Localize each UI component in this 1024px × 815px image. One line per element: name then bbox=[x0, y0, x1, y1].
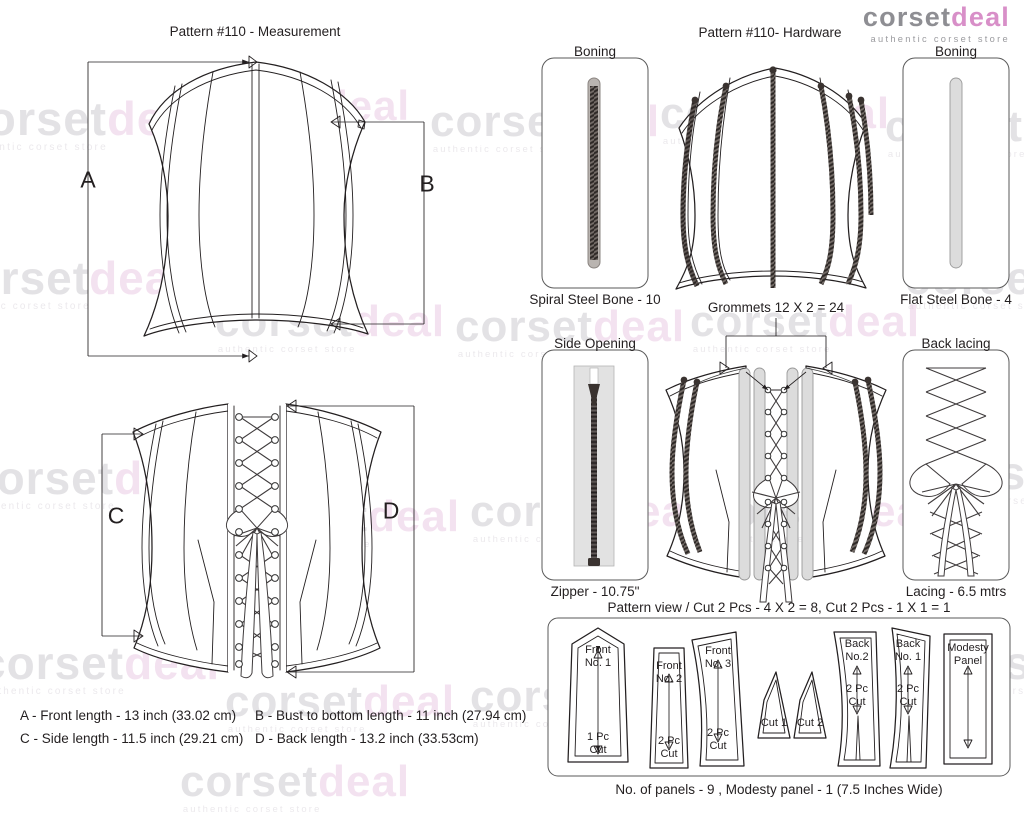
piece-cut: Cut bbox=[660, 748, 678, 760]
spiral-bones-front bbox=[680, 66, 874, 288]
lacing-pattern bbox=[909, 367, 1003, 577]
spiral-bone-detail bbox=[541, 57, 649, 289]
logo-wordmark: corsetdeal bbox=[863, 4, 1010, 31]
measurement-a: A - Front length - 13 inch (33.02 cm) bbox=[20, 708, 237, 723]
logo-tagline: authentic corset store bbox=[870, 34, 1010, 44]
hardware-front-view bbox=[675, 66, 874, 290]
dimension-letter-c: C bbox=[107, 502, 125, 529]
grommets-caption: Grommets 12 X 2 = 24 bbox=[707, 300, 845, 315]
dimension-letter-a: A bbox=[80, 166, 96, 193]
zipper-caption: Zipper - 10.75ʺ bbox=[550, 584, 640, 599]
piece-label: Back bbox=[895, 638, 921, 650]
piece-label: No. 1 bbox=[584, 657, 612, 669]
grommet-column-left bbox=[764, 386, 772, 572]
piece-label: Cut 2 bbox=[796, 717, 824, 729]
grommet-column-left bbox=[235, 413, 243, 668]
piece-cut: Cut bbox=[709, 740, 727, 752]
grommet-column-right bbox=[271, 413, 279, 668]
zipper-title: Side Opening bbox=[554, 336, 636, 351]
pattern-view-caption: Pattern view / Cut 2 Pcs - 4 X 2 = 8, Cu… bbox=[607, 600, 951, 615]
front-view-corset bbox=[87, 55, 425, 363]
logo-brand-gray: corset bbox=[862, 2, 952, 32]
piece-label: Front bbox=[705, 645, 731, 657]
measurement-c: C - Side length - 11.5 inch (29.21 cm) bbox=[20, 731, 244, 746]
brand-logo: corsetdeal authentic corset store bbox=[863, 4, 1010, 45]
piece-cut: Cut bbox=[589, 744, 607, 756]
piece-cut: 2 Pc bbox=[845, 683, 869, 695]
piece-cut: 1 Pc bbox=[586, 731, 610, 743]
measurement-b: B - Bust to bottom length - 11 inch (27.… bbox=[255, 708, 527, 723]
back-lacing bbox=[225, 413, 289, 679]
pattern-pieces-panel bbox=[547, 617, 1011, 777]
left-heading: Pattern #110 - Measurement bbox=[169, 24, 341, 39]
logo-brand-pink: deal bbox=[951, 2, 1010, 32]
piece-label: Cut 1 bbox=[760, 717, 788, 729]
piece-label: No. 1 bbox=[894, 651, 922, 663]
piece-label: Front bbox=[656, 660, 682, 672]
flat-bone-caption: Flat Steel Bone - 4 bbox=[900, 292, 1012, 307]
lacing-caption: Lacing - 6.5 mtrs bbox=[905, 584, 1007, 599]
boning-right-title: Boning bbox=[934, 44, 978, 59]
back-view-corset bbox=[101, 399, 415, 679]
piece-label: No.2 bbox=[845, 651, 869, 663]
pattern-panels-footer: No. of panels - 9 , Modesty panel - 1 (7… bbox=[615, 782, 943, 797]
flat-bone-detail bbox=[902, 57, 1010, 289]
lacing-detail bbox=[902, 349, 1010, 581]
hardware-back-lacing bbox=[751, 386, 801, 603]
dimension-letter-b: B bbox=[419, 170, 435, 197]
piece-cut: 2 Pc bbox=[657, 735, 681, 747]
piece-label: Panel bbox=[953, 655, 983, 667]
piece-label: Front bbox=[585, 644, 611, 656]
hardware-back-view bbox=[665, 318, 887, 603]
piece-cut: Cut bbox=[848, 696, 866, 708]
piece-cut: 2 Pc bbox=[896, 683, 920, 695]
lacing-title: Back lacing bbox=[921, 336, 991, 351]
piece-label: No. 2 bbox=[655, 673, 683, 685]
boning-left-title: Boning bbox=[573, 44, 617, 59]
piece-cut: Cut bbox=[899, 696, 917, 708]
grommet-column-right bbox=[780, 386, 788, 572]
piece-label: Modesty bbox=[947, 642, 989, 654]
measurement-d: D - Back length - 13.2 inch (33.53cm) bbox=[255, 731, 479, 746]
piece-label: No. 3 bbox=[704, 658, 732, 670]
spiral-bone-caption: Spiral Steel Bone - 10 bbox=[529, 292, 661, 307]
spiral-bones-back bbox=[669, 376, 883, 556]
zipper-detail bbox=[541, 349, 649, 581]
dimension-letter-d: D bbox=[382, 497, 400, 524]
piece-cut: 2 Pc bbox=[706, 727, 730, 739]
right-heading: Pattern #110- Hardware bbox=[698, 25, 842, 40]
piece-label: Back bbox=[844, 638, 870, 650]
